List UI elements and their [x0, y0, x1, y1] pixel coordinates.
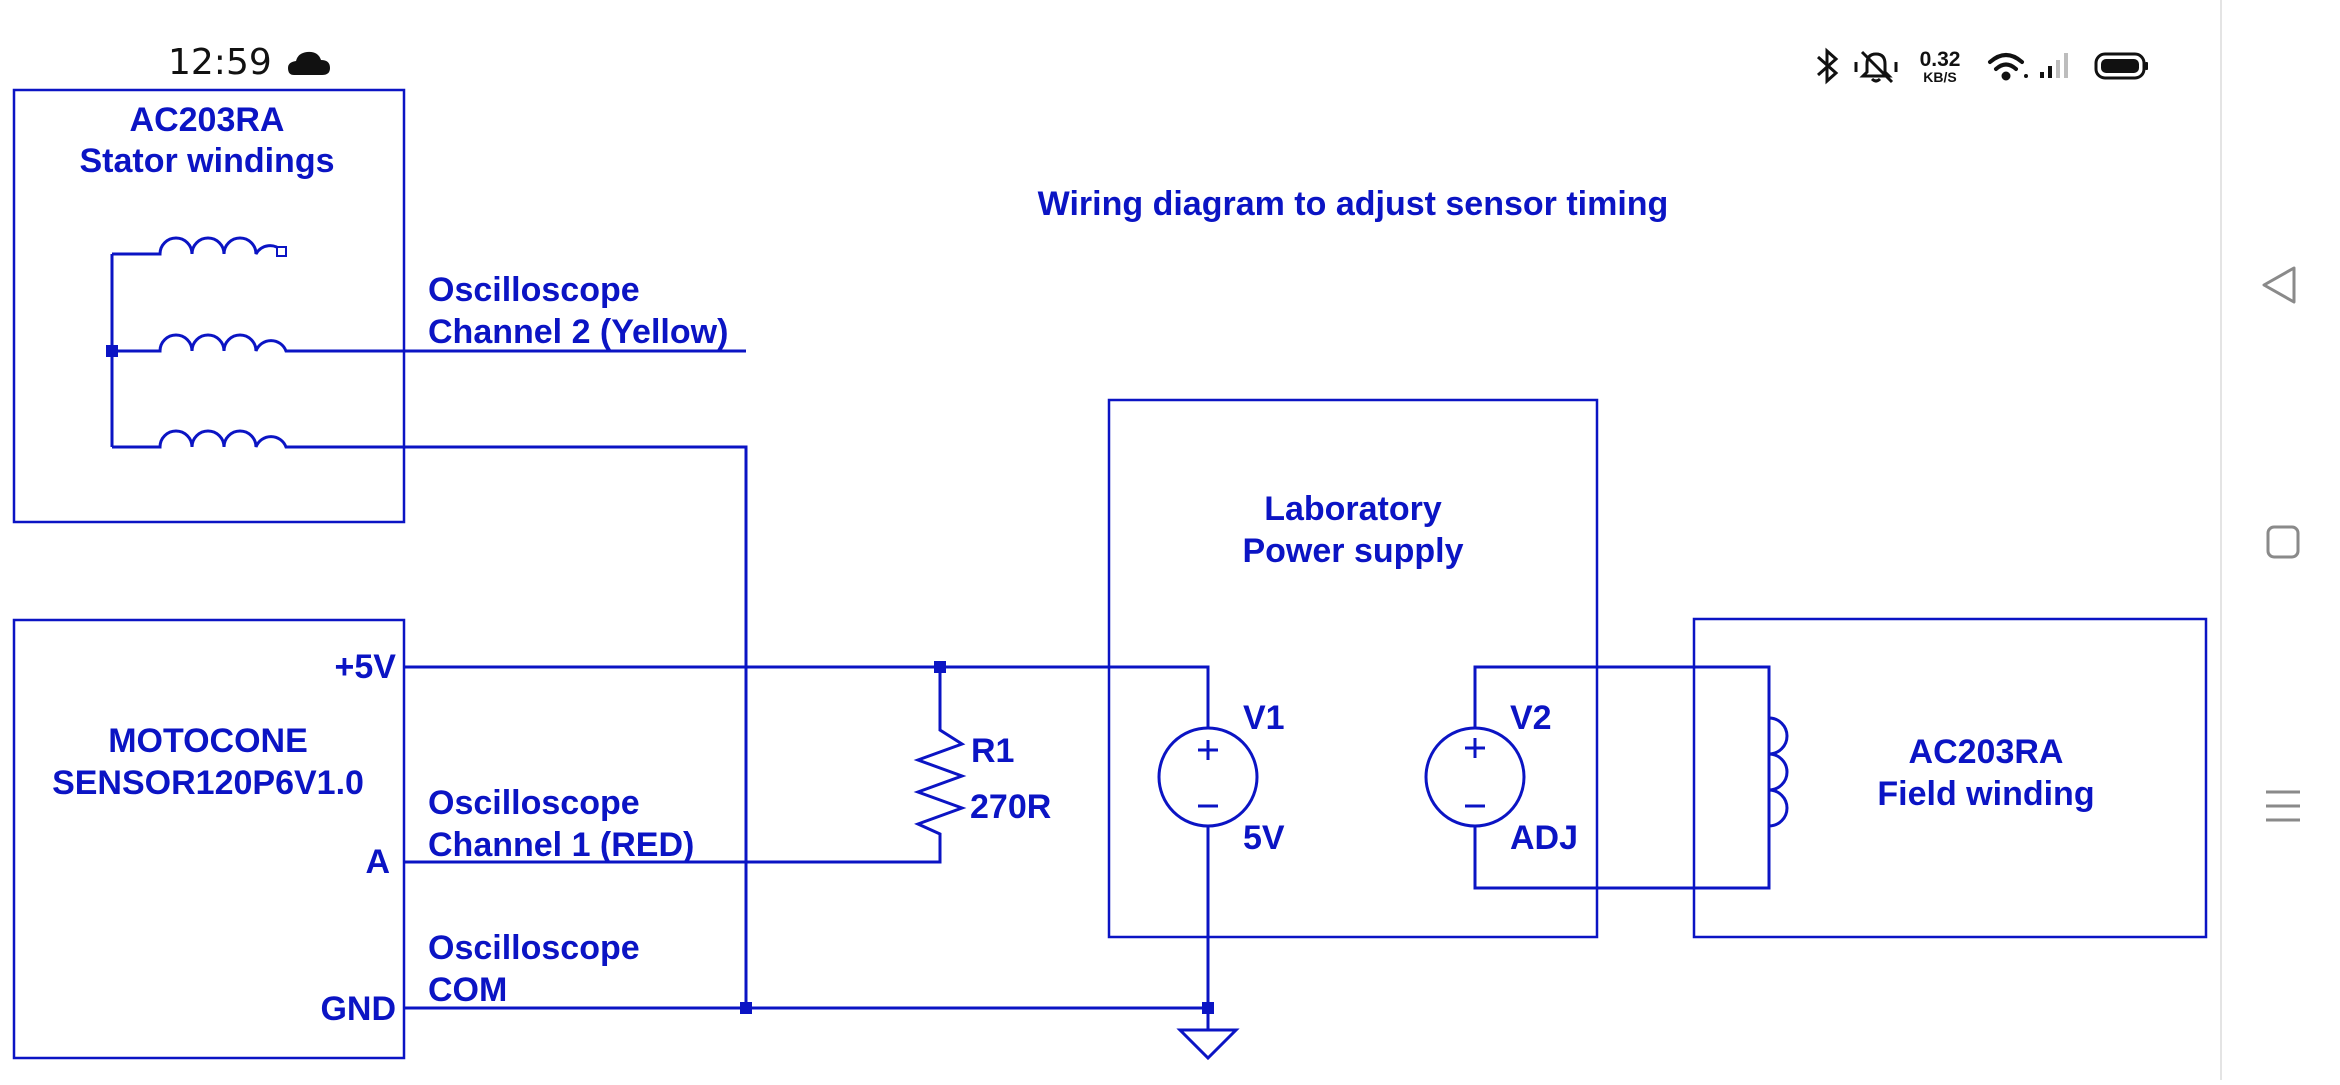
osc-ch1-label-line2: Channel 1 (RED) [428, 826, 694, 864]
wiring-diagram: Wiring diagram to adjust sensor timing A… [12, 88, 2208, 1061]
stator-label-line2: Stator windings [80, 142, 335, 180]
osc-com-label-line1: Oscilloscope [428, 929, 640, 967]
sensor-label-line2: SENSOR120P6V1.0 [52, 764, 364, 802]
back-icon[interactable] [2242, 240, 2322, 330]
wifi-icon [1988, 53, 2028, 81]
v1-value-label: 5V [1243, 819, 1285, 857]
status-icons: 0.32 KB/S [288, 47, 2148, 85]
signal-icon [2040, 53, 2068, 78]
sensor-label-line1: MOTOCONE [108, 722, 308, 760]
menu-icon[interactable] [2242, 760, 2322, 850]
stator-label-line1: AC203RA [130, 101, 285, 139]
diagram-title: Wiring diagram to adjust sensor timing [1038, 185, 1669, 223]
v2-value-label: ADJ [1510, 819, 1578, 857]
v2-name-label: V2 [1510, 699, 1552, 737]
v1-name-label: V1 [1243, 699, 1285, 737]
plus5v-wire [404, 665, 1210, 715]
battery-icon [2094, 52, 2148, 80]
osc-com-label-line2: COM [428, 971, 507, 1009]
field-label-line1: AC203RA [1909, 733, 2064, 771]
navigation-bar [2220, 0, 2340, 1080]
osc-ch2-label-line1: Oscilloscope [428, 271, 640, 309]
status-bar: 12:59 0.32 KB/S [0, 0, 2220, 96]
voltage-source-v2 [1424, 665, 1771, 890]
sensor-box [12, 618, 406, 1060]
bluetooth-icon [1817, 47, 1839, 85]
osc-ch2-label-line2: Channel 2 (Yellow) [428, 313, 728, 351]
field-box [1692, 617, 2208, 939]
ground-symbol [1176, 1008, 1240, 1061]
net-speed-unit: KB/S [1923, 69, 1956, 85]
osc-ch1-label-line1: Oscilloscope [428, 784, 640, 822]
stator-box [12, 88, 406, 524]
nav-buttons [2242, 240, 2322, 850]
net-speed-value: 0.32 [1920, 48, 1961, 71]
home-icon[interactable] [2242, 500, 2322, 590]
r1-value-label: 270R [970, 788, 1051, 826]
field-label-line2: Field winding [1877, 775, 2094, 813]
status-time: 12:59 [168, 42, 272, 83]
voltage-source-v1 [1157, 715, 1259, 1008]
power-supply-label-line2: Power supply [1242, 532, 1463, 570]
pin-a-label: A [365, 843, 390, 881]
mute-icon [1854, 50, 1898, 84]
stator-junction [106, 345, 118, 357]
pin-plus5v-label: +5V [335, 648, 397, 686]
cloud-icon [288, 51, 330, 75]
stator-coil-2 [112, 333, 746, 353]
field-coil [1768, 716, 1789, 828]
r1-name-label: R1 [971, 732, 1014, 770]
stator-coil-3 [112, 429, 748, 1008]
power-supply-label-line1: Laboratory [1264, 490, 1442, 528]
com-junction [740, 1002, 752, 1014]
pin-gnd-label: GND [320, 990, 396, 1028]
stator-coil-1 [112, 236, 287, 257]
resistor-r1 [404, 667, 967, 864]
